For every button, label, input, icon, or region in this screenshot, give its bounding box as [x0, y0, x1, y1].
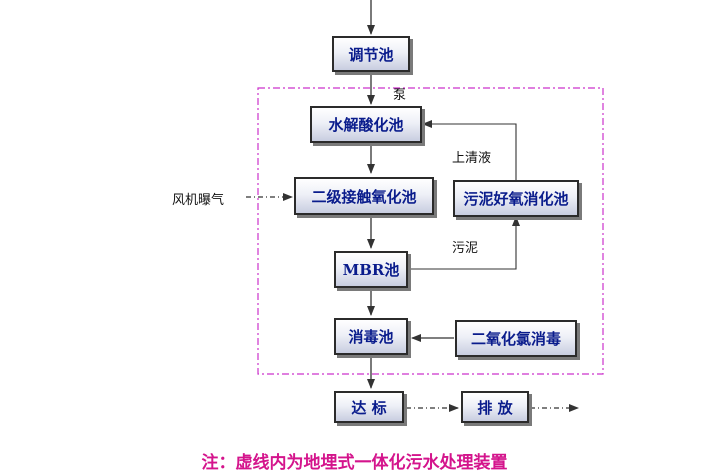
- tiaojie-pool-box: 调节池: [332, 36, 410, 72]
- diagram-note: 注：虚线内为地埋式一体化污水处理装置: [201, 453, 508, 473]
- hydrolysis-acidification-pool-box: 水解酸化池: [310, 106, 422, 143]
- chlorine-dioxide-disinfection-box: 二氧化氯消毒: [455, 320, 577, 357]
- sludge-aerobic-digestion-box: 污泥好氧消化池: [453, 180, 579, 217]
- discharge-box: 排 放: [461, 391, 529, 423]
- arrow-mbr-to-sludge-digester: [408, 216, 520, 270]
- standard-compliance-box: 达 标: [334, 391, 404, 423]
- blower-aeration-label: 风机曝气: [172, 193, 225, 208]
- disinfection-pool-box: 消毒池: [334, 318, 408, 355]
- contact-oxidation-pool-box: 二级接触氧化池: [294, 177, 434, 215]
- sludge-label: 污泥: [452, 241, 479, 256]
- mbr-pool-box: MBR池: [334, 251, 408, 288]
- arrow-supernatant-return: [422, 120, 517, 180]
- supernatant-label: 上清液: [452, 151, 492, 166]
- pump-label: 泵: [393, 88, 407, 103]
